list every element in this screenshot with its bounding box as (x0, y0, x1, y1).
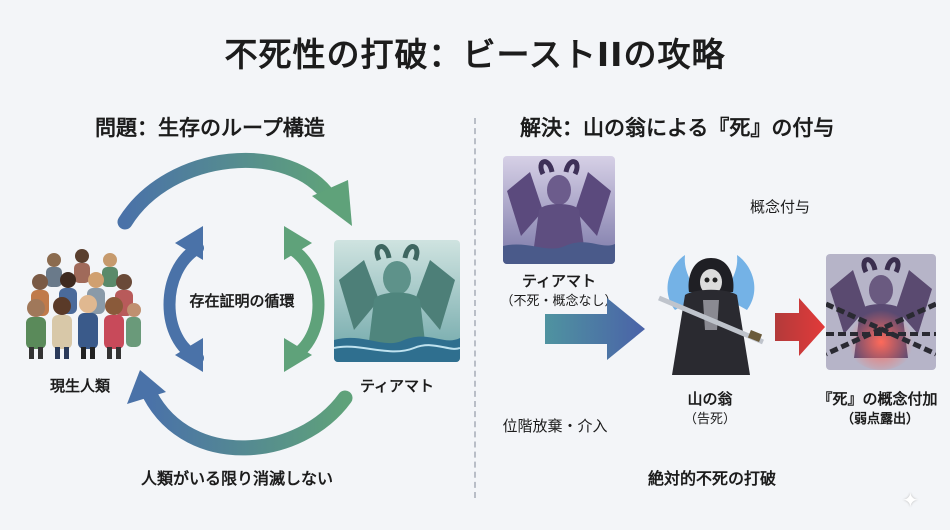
intervene-label: 位階放棄・介入 (502, 417, 608, 435)
top-double-arrow-left-head (175, 226, 203, 260)
result-sub-label: （弱点露出） (840, 412, 919, 427)
bottom-arrowhead (127, 370, 166, 404)
crowd-people-icon (26, 249, 141, 359)
right-caption: 絶対的不死の打破 (647, 469, 776, 488)
chained-tiamat-portrait (826, 254, 936, 370)
tiamat-label-left: ティアマト (359, 377, 435, 395)
right-heading: 解決：山の翁による『死』の付与 (520, 116, 835, 140)
left-caption: 人類がいる限り消滅しない (140, 469, 333, 488)
concept-label: 概念付与 (749, 198, 810, 216)
yama-label: 山の翁 (687, 390, 733, 408)
blue-arrow (545, 298, 645, 360)
tiamat-label-right: ティアマト (521, 272, 597, 290)
loop-label: 存在証明の循環 (189, 292, 295, 310)
yama-sub-label: （告死） (683, 412, 736, 427)
sparkle-icon: ✦ (902, 488, 919, 512)
top-outer-arc-arrow (117, 153, 338, 230)
page-title: 不死性の打破：ビーストIIの攻略 (224, 35, 726, 74)
old-man-of-mountain-figure (658, 255, 764, 375)
top-arrowhead (312, 180, 352, 226)
tiamat-portrait (334, 240, 460, 362)
result-label: 『死』の概念付加 (817, 390, 938, 408)
loop-cycle-diagram (117, 153, 353, 456)
humanity-label: 現生人類 (49, 377, 110, 395)
left-heading: 問題：生存のループ構造 (95, 116, 325, 140)
bottom-double-arrow-left-head (175, 338, 203, 372)
tiamat-sub-label: （不死・概念なし） (500, 294, 618, 309)
red-arrow (775, 298, 825, 356)
section-divider (474, 118, 476, 498)
top-double-arrow-right-head (284, 226, 312, 260)
tiamat-immortal-portrait (503, 156, 615, 264)
bottom-outer-arc-arrow (142, 387, 353, 456)
bottom-double-arrow-right-head (284, 338, 312, 372)
